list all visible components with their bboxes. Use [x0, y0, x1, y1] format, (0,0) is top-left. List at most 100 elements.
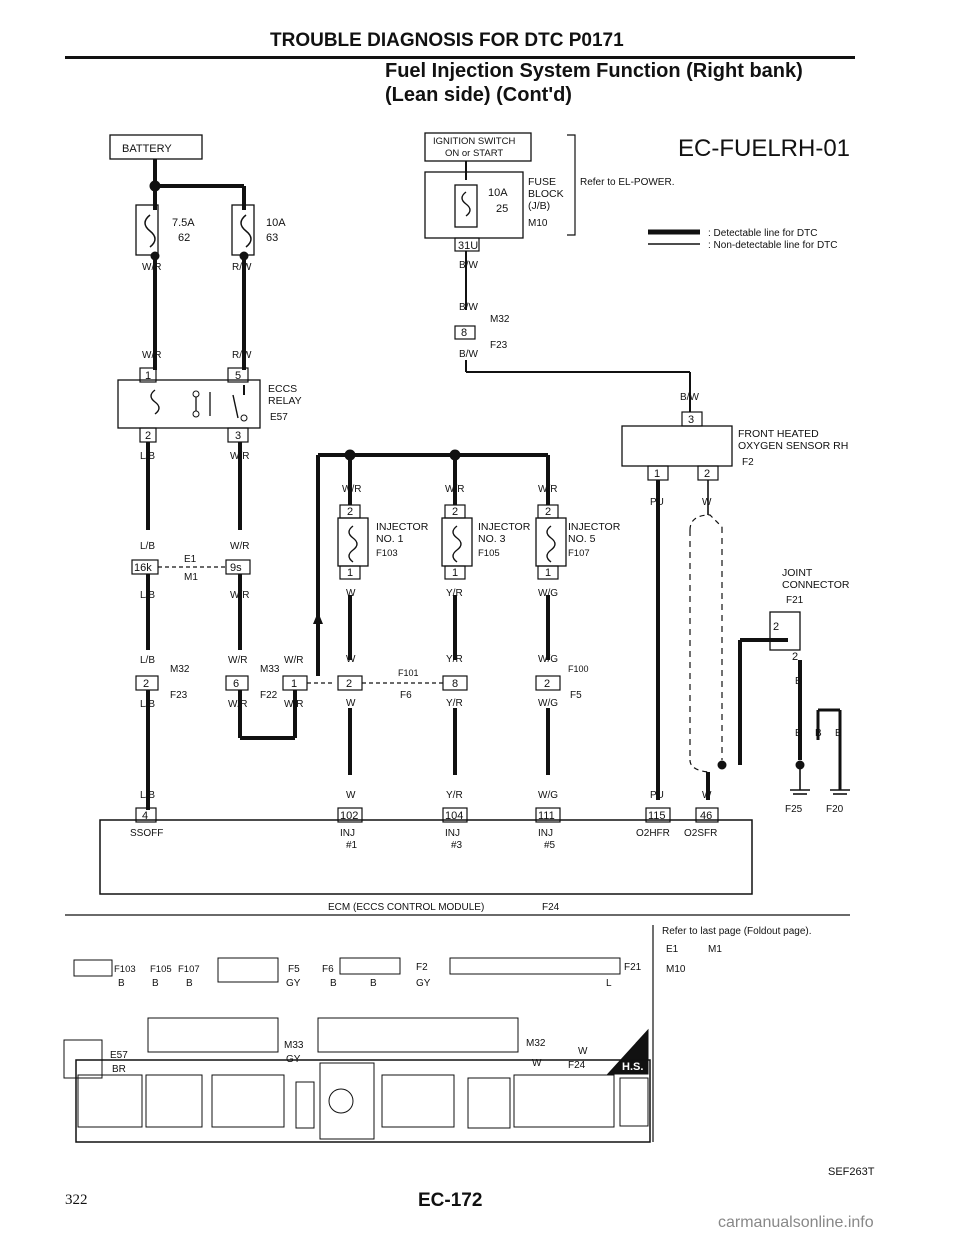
wire-lb-3: L/B [140, 590, 155, 601]
pin-inj5-2: 2 [545, 506, 551, 518]
legend-non-detectable: : Non-detectable line for DTC [708, 240, 838, 251]
figure-ref: SEF263T [828, 1166, 875, 1178]
cv-b-2: B [152, 978, 159, 989]
header-rule [65, 56, 855, 59]
section-title: TROUBLE DIAGNOSIS FOR DTC P0171 [270, 30, 624, 51]
ecm-conn: F24 [542, 902, 560, 913]
wire-b-2: B [795, 728, 802, 739]
relay-label1: ECCS [268, 383, 297, 395]
wire-lb-2: L/B [140, 541, 155, 552]
wire-wr-inj5: W/R [538, 484, 557, 495]
ecm-o2hfr: O2HFR [636, 828, 670, 839]
wire-wr-8: W/R [284, 655, 303, 666]
cv-f2: F2 [416, 962, 428, 973]
wire-yr-4: Y/R [446, 790, 463, 801]
wire-b-3: B [815, 728, 822, 739]
pin-115: 115 [648, 810, 666, 822]
ecm-o2sfr: O2SFR [684, 828, 717, 839]
ecm-inj3: INJ [445, 828, 460, 839]
wire-wg-2: W/G [538, 654, 558, 665]
cv-b-4: B [330, 978, 337, 989]
wire-yr-3: Y/R [446, 698, 463, 709]
fuse-amp: 10A [488, 187, 508, 199]
fuse-1-num: 62 [178, 232, 190, 244]
wire-pu-1: PU [650, 497, 664, 508]
injector-1-no: NO. 1 [376, 533, 404, 545]
refer-power: Refer to EL-POWER. [580, 177, 674, 188]
pin-111: 111 [538, 810, 555, 822]
foldout-m10: M10 [666, 964, 686, 975]
cv-f107: F107 [178, 964, 200, 975]
wire-bw-1: B/W [459, 260, 478, 271]
wire-yr-1: Y/R [446, 588, 463, 599]
wire-bw-4: B/W [680, 392, 699, 403]
cv-gy-3: GY [286, 1054, 301, 1065]
o2-label1: FRONT HEATED [738, 428, 819, 440]
ecm-n3: #3 [451, 840, 463, 851]
wire-wg-3: W/G [538, 698, 558, 709]
pin-relay-5: 5 [235, 370, 241, 382]
wire-lb-1: L/B [140, 451, 155, 462]
wire-wr-3: W/R [230, 451, 249, 462]
wire-w-1: W [346, 588, 356, 599]
conn-f20: F20 [826, 804, 844, 815]
conn-m32-a: M32 [170, 664, 190, 675]
pin-inj3-2: 2 [452, 506, 458, 518]
foldout-m1: M1 [708, 944, 722, 955]
pin-joint-2a: 2 [773, 621, 779, 633]
watermark: carmanualsonline.info [718, 1214, 874, 1231]
injector-3-name: INJECTOR [478, 521, 531, 533]
pin-6: 6 [233, 678, 239, 690]
pin-2-wg: 2 [544, 678, 550, 690]
cv-b-3: B [186, 978, 193, 989]
ignition-line1: IGNITION SWITCH [433, 136, 515, 147]
fuse-block-conn: M10 [528, 218, 548, 229]
cv-gy-1: GY [286, 978, 301, 989]
wire-w-3: W [346, 698, 356, 709]
conn-e1: E1 [184, 554, 197, 565]
wire-b-1: B [795, 676, 802, 687]
pin-102: 102 [340, 810, 358, 822]
wire-rw-2: R/W [232, 350, 252, 361]
pin-relay-1: 1 [145, 370, 151, 382]
pin-inj1-1: 1 [347, 567, 353, 579]
injector-5-no: NO. 5 [568, 533, 596, 545]
conn-f23-a: F23 [170, 690, 188, 701]
cv-br: BR [112, 1064, 126, 1075]
conn-f23-b: F23 [490, 340, 508, 351]
wire-w-o2-2: W [702, 790, 712, 801]
pin-1-wr: 1 [291, 678, 297, 690]
injector-5-conn: F107 [568, 548, 590, 559]
ecm-label: ECM (ECCS CONTROL MODULE) [328, 902, 484, 913]
wire-wr-6: W/R [228, 655, 247, 666]
conn-f6: F6 [400, 690, 412, 701]
wire-bw-2: B/W [459, 302, 478, 313]
wire-pu-2: PU [650, 790, 664, 801]
conn-f101: F101 [398, 668, 419, 678]
fuse-number: 25 [496, 203, 508, 215]
wire-wr-inj3: W/R [445, 484, 464, 495]
pin-relay-3: 3 [235, 430, 241, 442]
battery-label: BATTERY [122, 143, 172, 155]
pin-31u: 31U [458, 240, 478, 252]
pin-4: 4 [142, 810, 148, 822]
conn-m1: M1 [184, 572, 198, 583]
pin-16k: 16k [134, 562, 152, 574]
pin-relay-2: 2 [145, 430, 151, 442]
joint-conn: F21 [786, 595, 804, 606]
ecm-n5: #5 [544, 840, 556, 851]
foldout-text: Refer to last page (Foldout page). [662, 926, 812, 937]
wire-yr-2: Y/R [446, 654, 463, 665]
pin-joint-2b: 2 [792, 651, 798, 663]
ecm-n1: #1 [346, 840, 358, 851]
fuse-block-label2: BLOCK [528, 188, 564, 200]
fuse-2-amp: 10A [266, 217, 286, 229]
pin-o2-2: 2 [704, 468, 710, 480]
pin-o2-3: 3 [688, 414, 694, 426]
cv-e57: E57 [110, 1050, 128, 1061]
ecm-inj1: INJ [340, 828, 355, 839]
cv-f6: F6 [322, 964, 334, 975]
cv-b-5: B [370, 978, 377, 989]
page-subtitle-1: Fuel Injection System Function (Right ba… [385, 60, 803, 82]
